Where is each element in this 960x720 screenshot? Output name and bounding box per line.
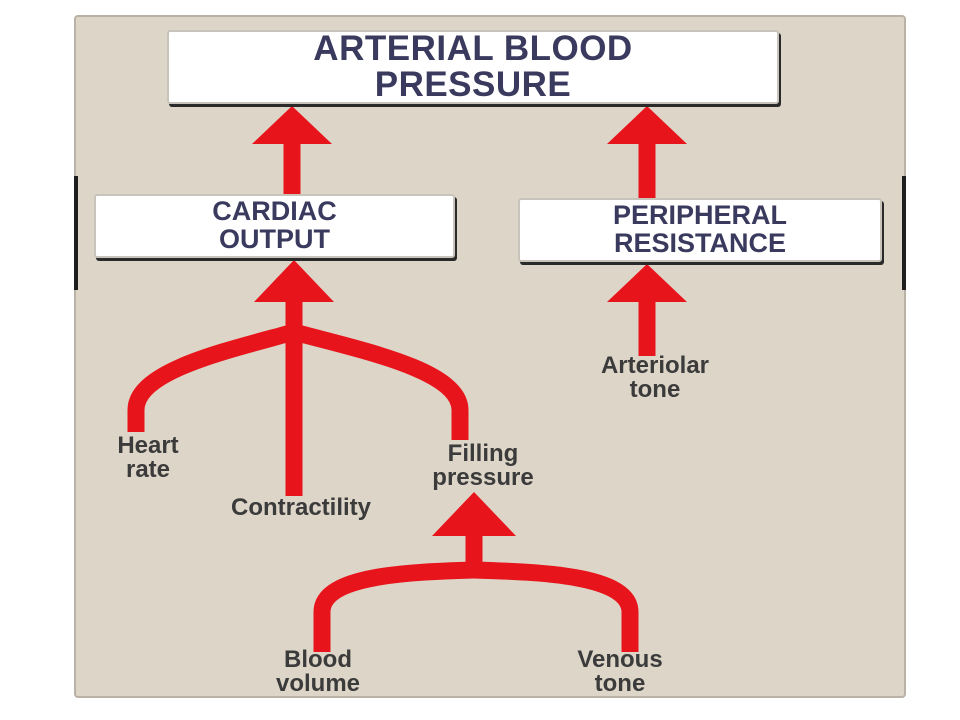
arteriolar-tone-line-1: Arteriolar <box>600 352 710 379</box>
filling-pressure-line-1: Filling <box>447 440 519 467</box>
heart-rate-line-1: Heart <box>117 432 179 459</box>
contractility-label: Contractility <box>170 494 432 521</box>
arrow-blood-volume-branch <box>313 561 475 652</box>
left-edge-bar <box>74 176 78 290</box>
cardiac-output-box: CARDIAC OUTPUT <box>94 194 455 258</box>
abp-line-2: PRESSURE <box>374 65 572 104</box>
abp-line-1: ARTERIAL BLOOD <box>313 29 633 69</box>
contractility-text: Contractility <box>230 494 371 521</box>
arrow-heart-rate-branch <box>127 323 297 432</box>
arrowhead-pr-to-abp <box>607 106 687 144</box>
pr-line-1: PERIPHERAL <box>612 200 788 231</box>
venous-tone-line-2: tone <box>594 670 646 698</box>
peripheral-resistance-box: PERIPHERAL RESISTANCE <box>518 198 882 262</box>
arrowhead-arteriolar-to-pr <box>607 264 687 302</box>
arrow-filling-branch <box>291 323 469 440</box>
blood-volume-line-1: Blood <box>284 646 352 673</box>
co-line-2: OUTPUT <box>219 224 330 254</box>
arterial-blood-pressure-box: ARTERIAL BLOOD PRESSURE <box>167 30 779 104</box>
heart-rate-line-2: rate <box>125 456 171 484</box>
right-edge-bar <box>902 176 906 290</box>
blood-volume-line-2: volume <box>275 670 361 698</box>
arrow-venous-tone-branch <box>473 561 639 652</box>
heart-rate-label: Heart rate <box>82 432 214 484</box>
arrowhead-contractility-to-co <box>254 260 334 302</box>
arrowhead-co-to-abp <box>252 106 332 144</box>
venous-tone-line-1: Venous <box>577 646 663 673</box>
co-line-1: CARDIAC <box>212 196 337 227</box>
arteriolar-tone-line-2: tone <box>629 376 681 404</box>
blood-volume-label: Blood volume <box>238 646 398 698</box>
arrowhead-venous-to-filling <box>432 492 516 536</box>
filling-pressure-label: Filling pressure <box>388 440 578 492</box>
pr-line-2: RESISTANCE <box>613 228 787 258</box>
filling-pressure-line-2: pressure <box>432 464 534 492</box>
arteriolar-tone-label: Arteriolar tone <box>540 352 770 404</box>
venous-tone-label: Venous tone <box>540 646 700 698</box>
